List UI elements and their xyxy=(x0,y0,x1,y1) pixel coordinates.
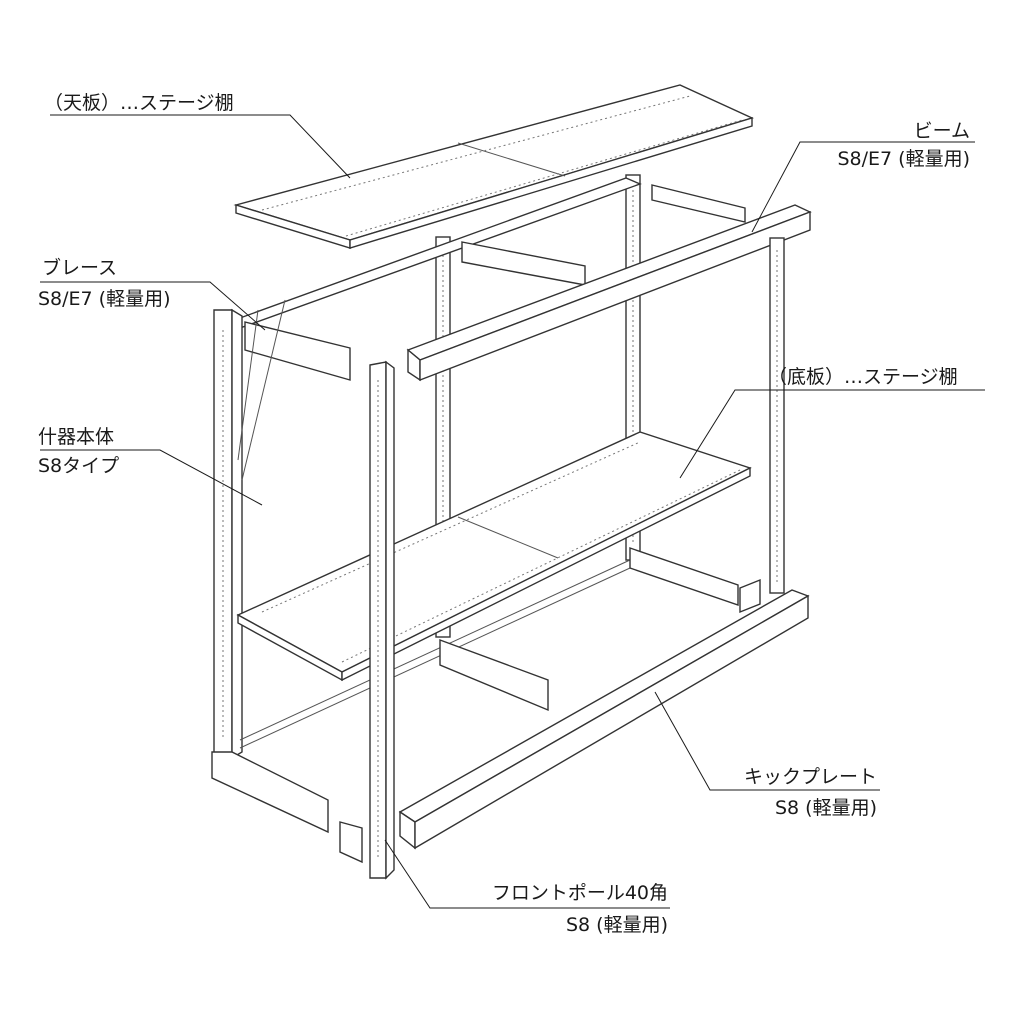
beam-part xyxy=(406,204,812,382)
label-kick-spec: S8 (軽量用) xyxy=(774,797,877,819)
label-pole-name: フロントポール40角 xyxy=(491,882,668,904)
kick-plate-part xyxy=(398,578,810,850)
bottom-shelf-part xyxy=(236,431,752,682)
top-shelf-part xyxy=(233,84,754,249)
label-body-spec: S8タイプ xyxy=(38,455,120,477)
right-upright-part xyxy=(769,237,785,594)
label-beam-spec: S8/E7 (軽量用) xyxy=(837,148,970,170)
label-bottom-shelf: （底板）…ステージ棚 xyxy=(768,366,958,388)
label-brace-name: ブレース xyxy=(42,257,118,279)
label-pole-spec: S8 (軽量用) xyxy=(565,914,668,936)
label-body-name: 什器本体 xyxy=(38,426,115,448)
label-top-shelf: （天板）…ステージ棚 xyxy=(44,92,234,114)
label-beam-name: ビーム xyxy=(913,120,970,142)
front-pole-part xyxy=(339,360,395,880)
label-kick-name: キックプレート xyxy=(743,766,877,788)
label-brace-spec: S8/E7 (軽量用) xyxy=(38,288,171,310)
leader-lines xyxy=(40,114,985,909)
